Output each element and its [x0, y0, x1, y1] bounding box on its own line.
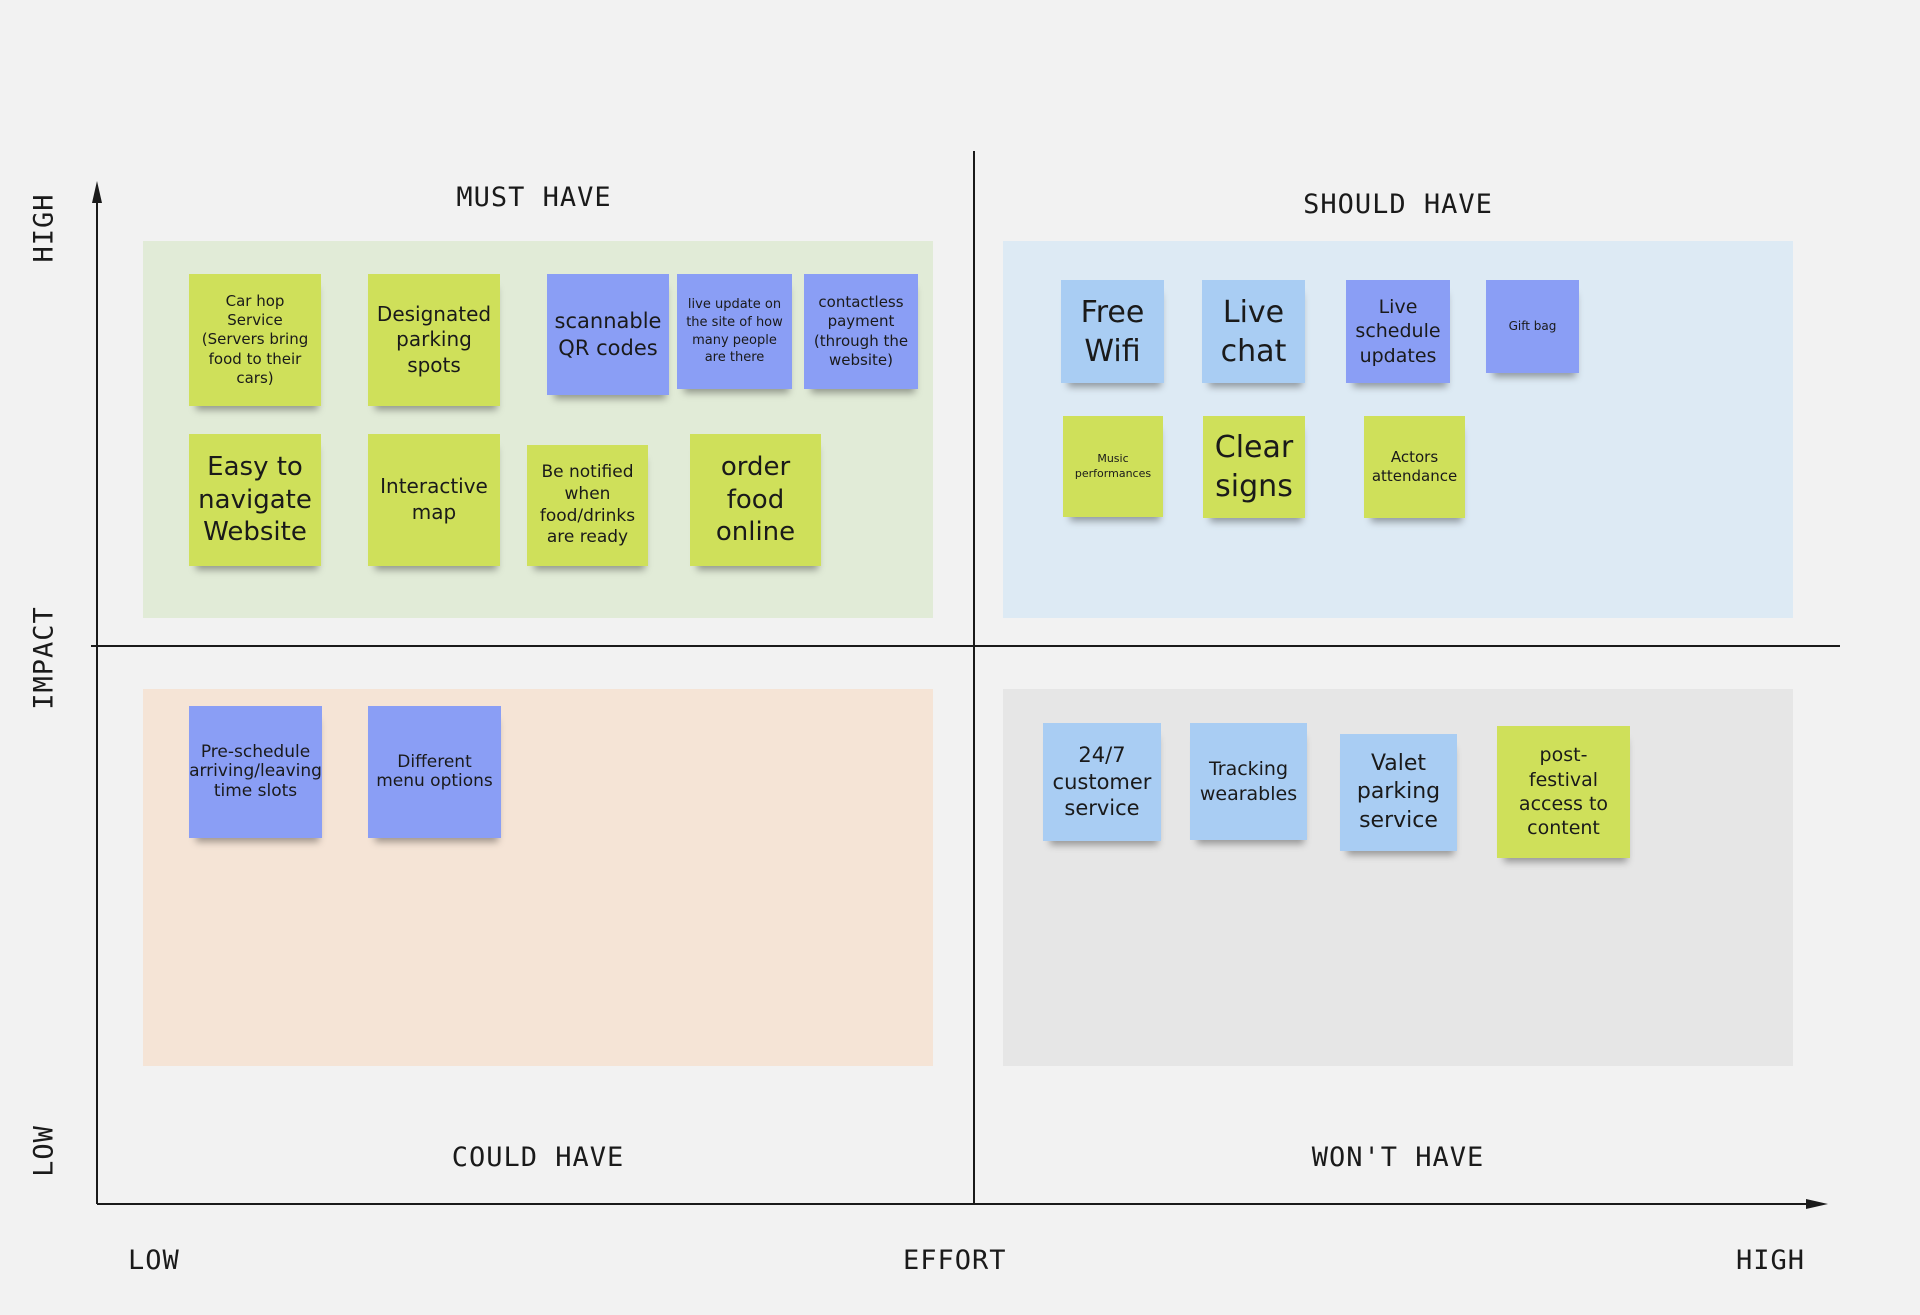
- sticky-note-interactive-map[interactable]: Interactive map: [368, 434, 500, 566]
- sticky-note-text: Gift bag: [1508, 318, 1557, 333]
- sticky-note-text: Different menu options: [376, 751, 493, 791]
- sticky-note-text: Actors attendance: [1371, 447, 1458, 485]
- y-axis-low-label: LOW: [28, 1125, 60, 1177]
- sticky-note-valet-parking[interactable]: Valet parking service: [1340, 734, 1457, 851]
- y-axis-title: IMPACT: [28, 606, 60, 710]
- sticky-note-designated-parking[interactable]: Designated parking spots: [368, 274, 500, 406]
- sticky-note-gift-bag[interactable]: Gift bag: [1486, 280, 1579, 373]
- should-have-label: SHOULD HAVE: [1303, 189, 1493, 220]
- sticky-note-text: Be notified when food/drinks are ready: [539, 462, 636, 548]
- wont-have-label: WON'T HAVE: [1311, 1142, 1485, 1173]
- sticky-note-customer-service[interactable]: 24/7 customer service: [1043, 723, 1161, 841]
- sticky-note-text: contactless payment (through the website…: [813, 293, 909, 369]
- sticky-note-clear-signs[interactable]: Clear signs: [1203, 416, 1305, 518]
- sticky-note-text: Interactive map: [380, 474, 488, 524]
- sticky-note-contactless-payment[interactable]: contactless payment (through the website…: [804, 274, 918, 389]
- sticky-note-text: scannable QR codes: [554, 308, 662, 360]
- y-axis-high-label: HIGH: [28, 193, 60, 263]
- sticky-note-text: Valet parking service: [1356, 751, 1441, 833]
- sticky-note-text: live update on the site of how many peop…: [686, 297, 783, 366]
- sticky-note-actors-attendance[interactable]: Actors attendance: [1364, 416, 1465, 518]
- sticky-note-notified-food[interactable]: Be notified when food/drinks are ready: [527, 445, 648, 566]
- sticky-note-text: Tracking wearables: [1199, 758, 1298, 805]
- must-have-label: MUST HAVE: [456, 182, 612, 213]
- sticky-note-menu-options[interactable]: Different menu options: [368, 706, 501, 838]
- could-have-label: COULD HAVE: [451, 1142, 625, 1173]
- x-axis-arrow-icon: [1806, 1199, 1828, 1209]
- x-axis-high-label: HIGH: [1736, 1245, 1806, 1276]
- sticky-note-text: Clear signs: [1214, 430, 1294, 504]
- sticky-note-order-food[interactable]: order food online: [690, 434, 821, 566]
- sticky-note-text: Designated parking spots: [376, 301, 492, 377]
- sticky-note-text: post-festival access to content: [1518, 744, 1609, 840]
- sticky-note-text: Live chat: [1220, 294, 1287, 369]
- sticky-note-live-chat[interactable]: Live chat: [1202, 280, 1305, 383]
- sticky-note-text: Pre-schedule arriving/leaving time slots: [189, 742, 322, 801]
- sticky-note-qr-codes[interactable]: scannable QR codes: [547, 274, 669, 395]
- sticky-note-live-schedule[interactable]: Live schedule updates: [1346, 280, 1450, 383]
- y-axis-arrow-icon: [92, 181, 102, 203]
- sticky-note-text: Live schedule updates: [1355, 296, 1441, 367]
- sticky-note-music-performances[interactable]: Music performances: [1063, 416, 1163, 517]
- sticky-note-text: Music performances: [1074, 452, 1152, 480]
- sticky-note-pre-schedule[interactable]: Pre-schedule arriving/leaving time slots: [189, 706, 322, 838]
- sticky-note-text: Car hop Service (Servers bring food to t…: [201, 292, 309, 387]
- sticky-note-free-wifi[interactable]: Free Wifi: [1061, 280, 1164, 383]
- sticky-note-text: order food online: [715, 452, 796, 548]
- sticky-note-text: Easy to navigate Website: [198, 452, 312, 548]
- sticky-note-live-update-site[interactable]: live update on the site of how many peop…: [677, 274, 792, 389]
- sticky-note-post-festival[interactable]: post-festival access to content: [1497, 726, 1630, 858]
- sticky-note-tracking-wearables[interactable]: Tracking wearables: [1190, 723, 1307, 840]
- x-axis-title: EFFORT: [903, 1245, 1007, 1276]
- sticky-note-text: 24/7 customer service: [1052, 742, 1152, 821]
- sticky-note-text: Free Wifi: [1080, 294, 1145, 369]
- x-axis-low-label: LOW: [128, 1245, 180, 1276]
- sticky-note-easy-navigate[interactable]: Easy to navigate Website: [189, 434, 321, 566]
- sticky-note-car-hop[interactable]: Car hop Service (Servers bring food to t…: [189, 274, 321, 406]
